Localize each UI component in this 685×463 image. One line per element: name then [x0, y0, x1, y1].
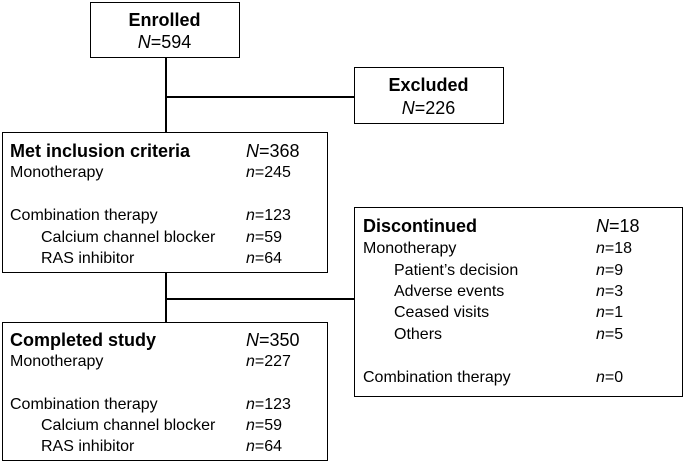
completed-row-label: Monotherapy	[10, 353, 104, 370]
met-row-count: n=59	[246, 229, 283, 246]
met-row-count: n=64	[246, 250, 283, 267]
completed-row-count: n=59	[246, 417, 283, 434]
met-row-label: Combination therapy	[10, 207, 158, 224]
met-row-label: Calcium channel blocker	[41, 229, 216, 246]
completed-row-label: RAS inhibitor	[41, 438, 135, 455]
discontinued-row-label: Monotherapy	[363, 240, 457, 257]
discontinued-row-label: Combination therapy	[363, 369, 511, 386]
enrolled-count: N=594	[137, 32, 192, 52]
discontinued-row-count: n=18	[596, 240, 633, 257]
met-count: N=368	[246, 141, 300, 161]
completed-row-count: n=123	[246, 396, 291, 413]
met-row-count: n=245	[246, 164, 291, 181]
discontinued-row-count: n=3	[596, 283, 624, 300]
discontinued-row-label: Patient’s decision	[394, 262, 519, 279]
discontinued-row-count: n=9	[596, 262, 624, 279]
discontinued-row-label: Ceased visits	[394, 304, 490, 321]
completed-count: N=350	[246, 330, 300, 350]
completed-row-label: Calcium channel blocker	[41, 417, 216, 434]
discontinued-row-count: n=1	[596, 304, 624, 321]
discontinued-count: N=18	[596, 216, 640, 236]
excluded-box: Excluded N=226	[354, 67, 504, 124]
connector-to-excluded	[165, 96, 354, 98]
met-inclusion-box: Met inclusion criteria N=368 Monotherapy…	[2, 132, 328, 273]
met-title: Met inclusion criteria	[10, 141, 191, 161]
enrolled-title: Enrolled	[128, 10, 201, 30]
connector-enrolled-down	[165, 58, 167, 132]
completed-row-count: n=227	[246, 353, 291, 370]
completed-row-count: n=64	[246, 438, 283, 455]
excluded-count: N=226	[401, 98, 456, 118]
met-row-label: Monotherapy	[10, 164, 104, 181]
met-row-count: n=123	[246, 207, 291, 224]
discontinued-box: Discontinued N=18 Monotherapy n=18 Patie…	[354, 207, 683, 397]
connector-to-discontinued	[165, 298, 354, 300]
met-row-label: RAS inhibitor	[41, 250, 135, 267]
connector-met-down	[165, 272, 167, 322]
discontinued-row-label: Adverse events	[394, 283, 505, 300]
completed-title: Completed study	[10, 330, 157, 350]
completed-study-box: Completed study N=350 Monotherapy n=227 …	[2, 322, 328, 461]
discontinued-row-label: Others	[394, 326, 443, 343]
discontinued-row-count: n=5	[596, 326, 624, 343]
enrolled-box: Enrolled N=594	[90, 2, 240, 58]
discontinued-title: Discontinued	[363, 216, 478, 236]
completed-row-label: Combination therapy	[10, 396, 158, 413]
excluded-title: Excluded	[388, 75, 469, 95]
discontinued-row-count: n=0	[596, 369, 624, 386]
